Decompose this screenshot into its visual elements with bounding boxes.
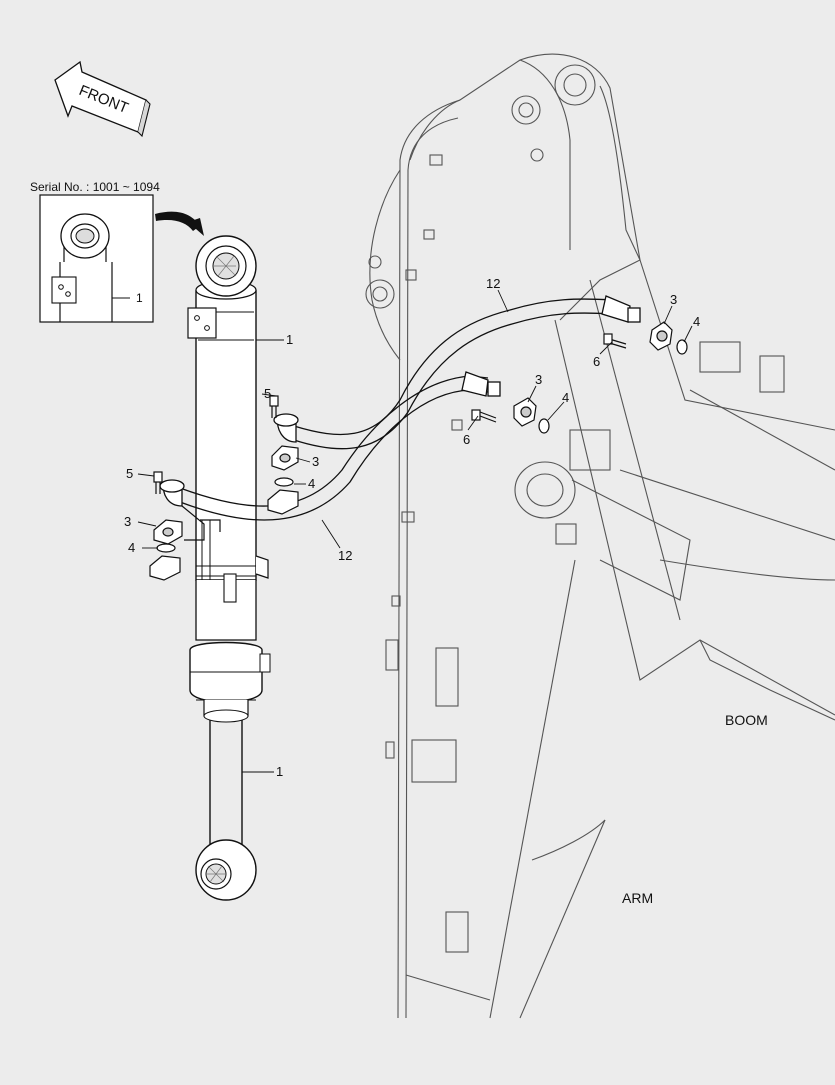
callout-12-lower: 12 [338,548,352,563]
callout-4-right-mid: 4 [562,390,569,405]
hydraulic-cylinder [187,235,271,901]
callout-6-right-top: 6 [593,354,600,369]
leader-lines [137,289,693,773]
inset-pointer-arrow [155,211,204,236]
boom-label: BOOM [725,712,768,728]
callout-1-upper: 1 [286,332,293,347]
callout-1-lower: 1 [276,764,283,779]
serial-number-caption: Serial No. : 1001 ~ 1094 [30,180,160,194]
callout-3-lower-left: 3 [124,514,131,529]
inset-callout-1: 1 [136,291,143,305]
callout-12-upper: 12 [486,276,500,291]
callout-numbers: 1 1 12 12 3 4 6 3 4 6 5 3 4 5 3 4 [124,276,700,779]
inset-detail-box: 1 [39,194,154,323]
callout-3-right-top: 3 [670,292,677,307]
callout-5-lower: 5 [126,466,133,481]
callout-3-right-mid: 3 [535,372,542,387]
callout-3-upper-left: 3 [312,454,319,469]
arm-label: ARM [622,890,653,906]
hydraulic-hoses [159,295,641,521]
front-direction-arrow: FRONT [54,60,151,138]
callout-5-upper: 5 [264,386,271,401]
callout-6-right-mid: 6 [463,432,470,447]
callout-4-upper-left: 4 [308,476,315,491]
callout-4-lower-left: 4 [128,540,135,555]
flange-fittings-and-hardware [149,321,688,581]
callout-4-right-top: 4 [693,314,700,329]
boom-arm-structure [365,53,835,1019]
